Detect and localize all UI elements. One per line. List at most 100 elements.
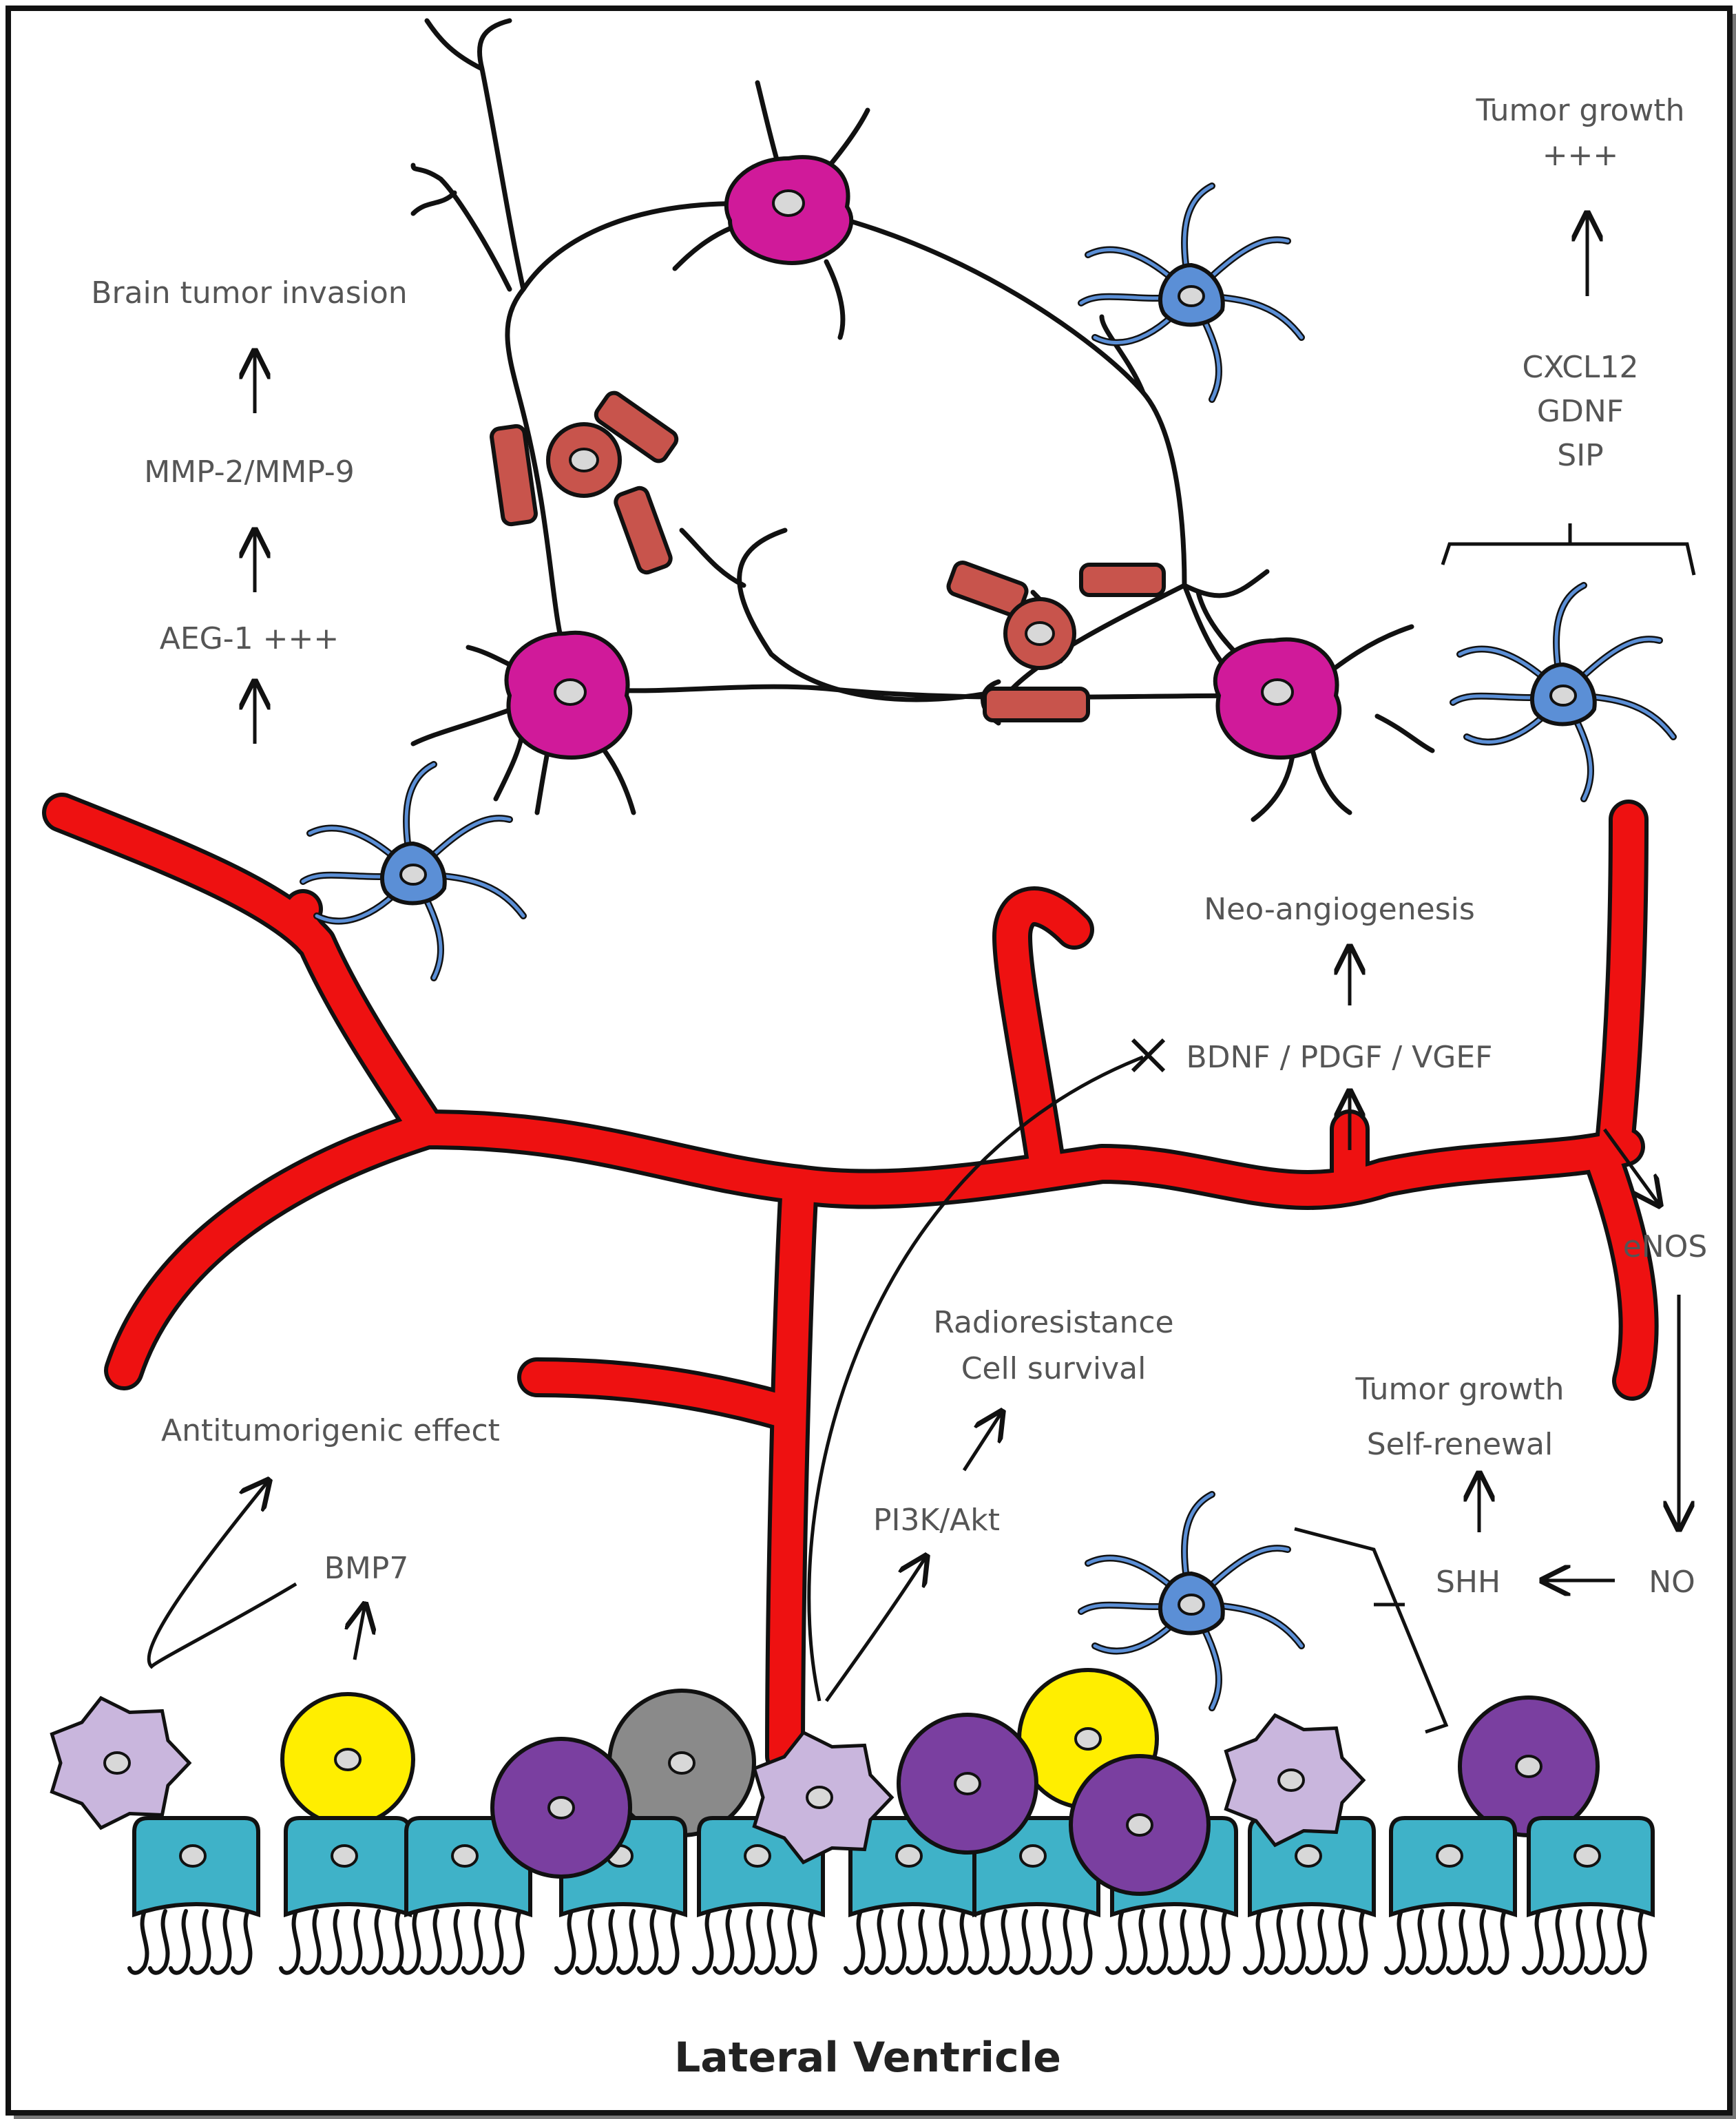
inhibition-x-mark xyxy=(1131,1038,1166,1073)
cilium xyxy=(1167,1909,1189,1975)
astrocyte-top-right xyxy=(1078,182,1305,403)
red-blood-cells xyxy=(490,390,1166,722)
cell-nucleus xyxy=(103,1751,131,1775)
cilium xyxy=(1209,1909,1231,1975)
cilium xyxy=(1147,1909,1169,1975)
cilium xyxy=(1467,1909,1489,1975)
label-tumor-growth-top: Tumor growth xyxy=(1475,93,1684,128)
cell-nucleus xyxy=(547,1796,575,1819)
label-pi3k: PI3K/Akt xyxy=(873,1503,1000,1538)
cilium xyxy=(1604,1909,1627,1975)
label-tumor-growth-bottom: Tumor growth xyxy=(1355,1372,1564,1407)
cilium xyxy=(1029,1909,1052,1975)
cilium xyxy=(210,1909,232,1975)
cilium xyxy=(637,1909,659,1975)
neuron-nuclei xyxy=(554,189,1294,706)
cilium xyxy=(1346,1909,1368,1975)
label-antitumorigenic: Antitumorigenic effect xyxy=(161,1413,500,1448)
cell-nucleus xyxy=(451,1844,479,1868)
rbc-nuclei xyxy=(569,448,1055,646)
cilium xyxy=(596,1909,618,1975)
label-enos: eNOS xyxy=(1623,1229,1708,1264)
label-bmp7: BMP7 xyxy=(324,1551,409,1586)
cilium xyxy=(441,1909,463,1975)
cilium xyxy=(658,1909,680,1975)
arrow-inhibition-curve xyxy=(807,1055,1144,1702)
cilium xyxy=(1487,1909,1509,1975)
label-shh: SHH xyxy=(1436,1565,1500,1600)
cell-nucleus xyxy=(331,1844,358,1868)
label-cxcl12: CXCL12 xyxy=(1523,350,1639,385)
cilium xyxy=(399,1909,421,1975)
cilium xyxy=(754,1909,776,1975)
cilium xyxy=(885,1909,907,1975)
label-cell-survival: Cell survival xyxy=(961,1351,1147,1386)
cilium xyxy=(189,1909,211,1975)
cilium xyxy=(692,1909,714,1975)
rbc-3 xyxy=(614,486,673,575)
cilium xyxy=(1009,1909,1031,1975)
cilium xyxy=(127,1909,149,1975)
cilium xyxy=(926,1909,948,1975)
cell-nucleus xyxy=(1277,1768,1305,1792)
cilium xyxy=(169,1909,191,1975)
cilium xyxy=(733,1909,755,1975)
cilium xyxy=(1305,1909,1327,1975)
rbc-6 xyxy=(983,687,1090,722)
label-self-renewal: Self-renewal xyxy=(1367,1427,1554,1462)
cilium xyxy=(1584,1909,1606,1975)
cilium xyxy=(1126,1909,1148,1975)
cilium xyxy=(906,1909,928,1975)
diagram-title: Lateral Ventricle xyxy=(674,2034,1061,2082)
cilium xyxy=(988,1909,1010,1975)
cilium xyxy=(795,1909,817,1975)
cilium xyxy=(1425,1909,1447,1975)
cilium xyxy=(1105,1909,1127,1975)
label-gdnf: GDNF xyxy=(1537,394,1624,429)
cilium xyxy=(420,1909,442,1975)
cilium xyxy=(148,1909,170,1975)
cilium xyxy=(1188,1909,1210,1975)
cilium xyxy=(231,1909,253,1975)
cell-nucleus xyxy=(334,1748,362,1771)
cilium xyxy=(554,1909,576,1975)
cell-nucleus xyxy=(1074,1727,1102,1751)
cell-nucleus xyxy=(954,1772,981,1795)
cilium xyxy=(864,1909,886,1975)
label-tumor-growth-plus: +++ xyxy=(1542,138,1619,173)
cilium xyxy=(1384,1909,1406,1975)
cell-nucleus xyxy=(179,1844,207,1868)
cell-nucleus xyxy=(1295,1844,1322,1868)
cilium xyxy=(341,1909,363,1975)
ventricular-cell-layer xyxy=(50,1668,1655,1975)
cilium xyxy=(947,1909,969,1975)
arrow-cell-survival xyxy=(962,1412,1002,1472)
cell-nucleus xyxy=(1019,1844,1047,1868)
cilium xyxy=(616,1909,638,1975)
cilium xyxy=(1050,1909,1072,1975)
cilium xyxy=(1405,1909,1427,1975)
rbc-1 xyxy=(490,424,538,527)
cilium xyxy=(713,1909,735,1975)
blood-vessel-network xyxy=(42,793,1659,1776)
cilium xyxy=(300,1909,322,1975)
cilium xyxy=(1542,1909,1565,1975)
cell-nucleus xyxy=(806,1786,833,1809)
cilium xyxy=(1446,1909,1468,1975)
arrow-bmp7 xyxy=(355,1605,365,1660)
cilium xyxy=(1264,1909,1286,1975)
cilium xyxy=(575,1909,597,1975)
cilium xyxy=(362,1909,384,1975)
cilium xyxy=(1326,1909,1348,1975)
cilium xyxy=(775,1909,797,1975)
cell-nucleus xyxy=(1126,1813,1153,1837)
label-aeg1: AEG-1 +++ xyxy=(160,621,339,656)
astrocytes xyxy=(303,182,1673,1708)
label-mmp: MMP-2/MMP-9 xyxy=(144,455,355,490)
label-brain-tumor-invasion: Brain tumor invasion xyxy=(91,275,407,311)
cilium xyxy=(461,1909,483,1975)
cilium xyxy=(1563,1909,1585,1975)
cell-nucleus xyxy=(895,1844,923,1868)
label-sip: SIP xyxy=(1557,438,1603,473)
